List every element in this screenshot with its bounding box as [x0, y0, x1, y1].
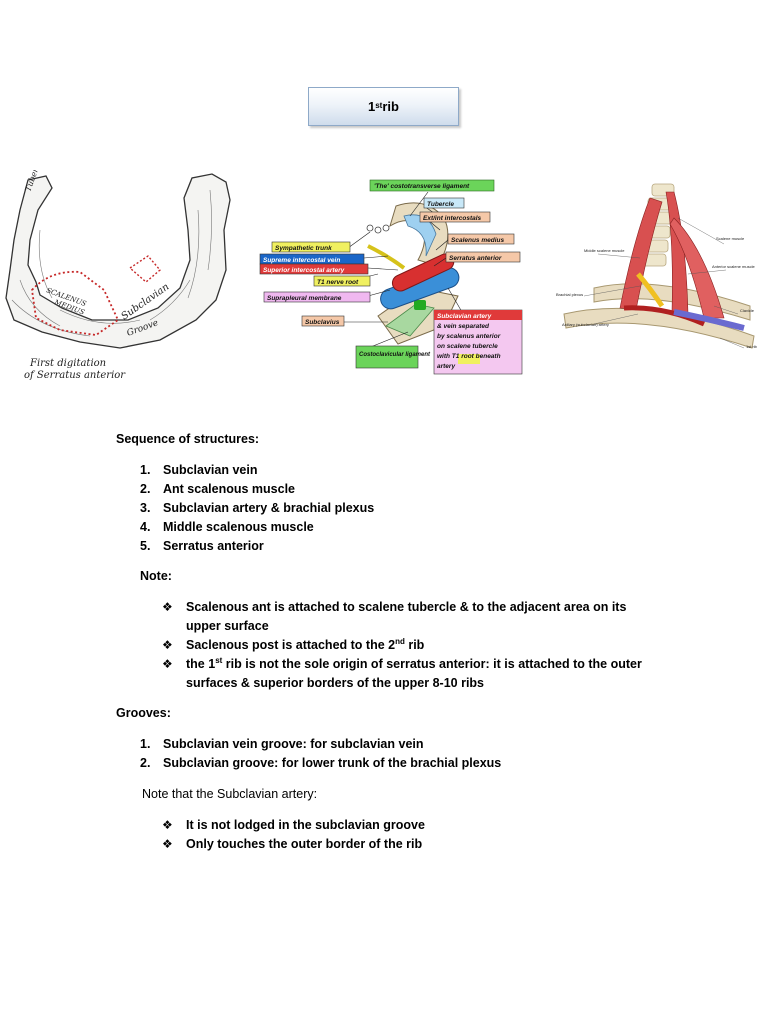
lbl-clavicle: Clavicle: [740, 308, 755, 313]
title-rest: rib: [382, 99, 399, 114]
sequence-heading: Sequence of structures:: [116, 432, 260, 446]
label-serratus-1: First digitation: [29, 358, 106, 369]
item-text: Ant scalenous muscle: [163, 482, 295, 496]
note-bullet-3-post: rib is not the sole origin of serratus a…: [186, 657, 642, 690]
diamond-bullet-icon: ❖: [162, 638, 173, 652]
item-text: Subclavian vein groove: for subclavian v…: [163, 737, 424, 751]
note-bullet-2-sup: nd: [395, 636, 405, 646]
lbl-scalene-muscle: Scalene muscle: [716, 236, 745, 241]
scalene-muscles-illustration: Middle scalene muscle Scalene muscle Bra…: [556, 183, 758, 349]
list-item: ❖ Saclenous post is attached to the 2nd r…: [162, 636, 642, 655]
rib-relations-diagram: 'The' costotransverse ligament Tubercle …: [259, 179, 523, 375]
note-bullet-2-post: rib: [404, 638, 425, 652]
item-text: Serratus anterior: [163, 539, 264, 553]
note-line-4: on scalene tubercle: [437, 343, 498, 350]
item-number: 2.: [140, 482, 151, 496]
artery-note-list: ❖ It is not lodged in the subclavian groo…: [162, 816, 602, 854]
lbl-supreme-vein: Supreme intercostal vein: [263, 257, 340, 264]
lbl-serratus-anterior: Serratus anterior: [449, 255, 502, 262]
note-bullet-3-sup: st: [215, 655, 223, 665]
lbl-middle-scalene: Middle scalene muscle: [584, 248, 625, 253]
lbl-t1-root: T1 nerve root: [317, 279, 359, 286]
note-heading: Note:: [140, 569, 172, 583]
note-bullet-1: Scalenous ant is attached to scalene tub…: [186, 600, 627, 633]
lbl-anterior-scalene: Anterior scalene muscle: [712, 264, 755, 269]
lbl-costotransverse: 'The' costotransverse ligament: [374, 183, 470, 190]
list-item: ❖ Only touches the outer border of the ri…: [162, 835, 602, 854]
artery-note-heading: Note that the Subclavian artery:: [142, 787, 318, 801]
item-number: 2.: [140, 756, 151, 770]
note-line-5: with T1 root beneath: [437, 353, 501, 360]
lbl-superior-artery: Superior intercostal artery: [263, 267, 345, 274]
item-number: 3.: [140, 501, 151, 515]
title-main: 1: [368, 99, 376, 114]
note-line-1: Subclavian artery: [437, 313, 492, 320]
label-serratus-2: of Serratus anterior: [24, 370, 126, 381]
lbl-tubercle: Tubercle: [427, 201, 454, 208]
item-text: Middle scalenous muscle: [163, 520, 314, 534]
lbl-scalenus-medius: Scalenus medius: [451, 237, 504, 244]
item-text: Subclavian groove: for lower trunk of th…: [163, 756, 502, 770]
first-rib-illustration: SCALENUS MEDIUS Subclavian Groove First …: [5, 170, 231, 381]
note-line-2: & vein separated: [437, 323, 490, 330]
list-item: ❖ It is not lodged in the subclavian groo…: [162, 816, 602, 835]
item-text: Subclavian artery & brachial plexus: [163, 501, 375, 515]
list-item: ❖ Scalenous ant is attached to scalene tu…: [162, 598, 642, 636]
lbl-subclavius: Subclavius: [305, 319, 340, 326]
lbl-suprapleural: Suprapleural membrane: [267, 295, 342, 302]
item-number: 1.: [140, 737, 151, 751]
lbl-sympathetic-trunk: Sympathetic trunk: [275, 245, 332, 252]
note-list: ❖ Scalenous ant is attached to scalene tu…: [162, 598, 642, 693]
note-line-3: by scalenus anterior: [437, 333, 501, 340]
list-item: ❖ the 1st rib is not the sole origin of s…: [162, 655, 642, 693]
grooves-heading: Grooves:: [116, 706, 171, 720]
lbl-first-rib: 1st rib: [746, 344, 758, 349]
item-text: Subclavian vein: [163, 463, 258, 477]
diamond-bullet-icon: ❖: [162, 657, 173, 671]
item-number: 4.: [140, 520, 151, 534]
diamond-bullet-icon: ❖: [162, 837, 173, 851]
artery-bullet-1: It is not lodged in the subclavian groov…: [186, 818, 425, 832]
lbl-axillary-artery: Axillary (subclavian) artery: [562, 322, 609, 327]
item-number: 5.: [140, 539, 151, 553]
diamond-bullet-icon: ❖: [162, 600, 173, 614]
item-number: 1.: [140, 463, 151, 477]
note-bullet-2-pre: Saclenous post is attached to the 2: [186, 638, 396, 652]
note-line-6: artery: [437, 363, 455, 370]
note-bullet-3-pre: the 1: [186, 657, 216, 671]
lbl-costoclavicular: Costoclavicular ligament: [359, 352, 431, 358]
lbl-intercostals: Ext/int intercostals: [423, 215, 482, 222]
artery-bullet-2: Only touches the outer border of the rib: [186, 837, 423, 851]
diamond-bullet-icon: ❖: [162, 818, 173, 832]
lbl-brachial-plexus: Brachial plexus: [556, 292, 583, 297]
